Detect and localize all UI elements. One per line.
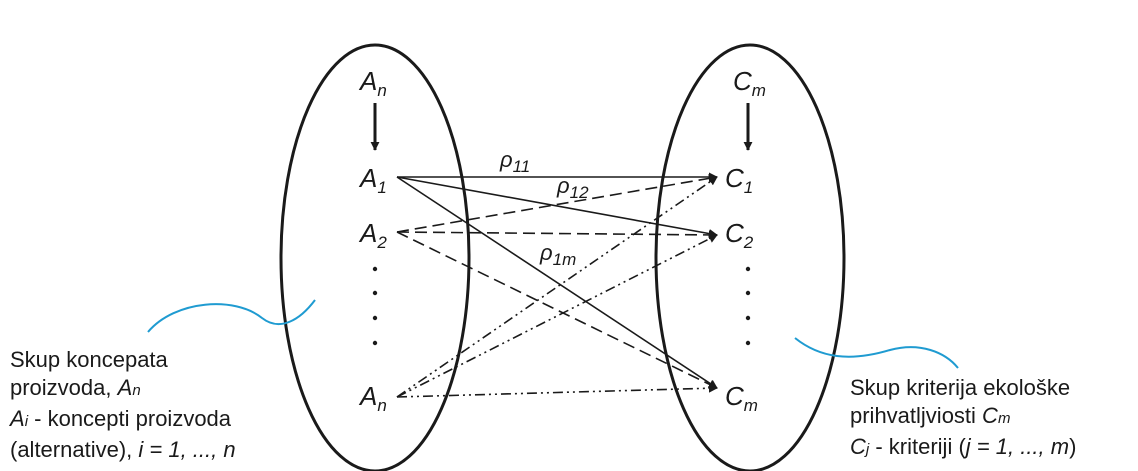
left-set-ellipse xyxy=(279,43,471,471)
right-ellipsis-dots xyxy=(745,266,751,346)
rho-12-label: ρ12 xyxy=(556,173,589,202)
relation-arrow-a1-cm xyxy=(396,176,718,389)
left-set-caption: Skup koncepata proizvoda, An Ai - koncep… xyxy=(10,346,236,464)
node-an-label: An xyxy=(358,381,387,415)
node-cm-label: Cm xyxy=(725,381,758,415)
rho-11-label: ρ11 xyxy=(499,147,530,176)
left-caption-line4: (alternative), i = 1, ..., n xyxy=(10,437,236,462)
left-caption-leader xyxy=(147,299,316,333)
right-set-caption: Skup kriterija ekološke prihvatljviosti … xyxy=(850,374,1076,464)
relation-arrow-an-c2 xyxy=(396,234,718,398)
right-caption-line2: prihvatljviosti Cm xyxy=(850,403,1011,428)
relation-arrows xyxy=(396,172,718,398)
node-a2-label: A2 xyxy=(358,218,387,252)
right-set-ellipse xyxy=(654,43,846,471)
right-caption-line1: Skup kriterija ekološke xyxy=(850,375,1071,400)
relation-arrow-an-cm xyxy=(396,383,718,398)
right-caption-line3: Cj - kriteriji (j = 1, ..., m) xyxy=(850,434,1077,459)
node-a1-label: A1 xyxy=(358,163,387,197)
left-set-top-label: An xyxy=(358,66,387,100)
right-set-top-label: Cm xyxy=(733,66,766,100)
relation-arrow-a2-cm xyxy=(396,231,718,389)
relation-arrow-a2-c2 xyxy=(396,230,718,240)
rho-1m-label: ρ1m xyxy=(539,240,576,269)
relation-arrow-a2-c1 xyxy=(396,173,718,233)
node-c2-label: C2 xyxy=(725,218,754,252)
left-ellipsis-dots xyxy=(372,266,378,346)
left-caption-line2: proizvoda, An xyxy=(10,375,141,400)
relation-arrow-a1-c2 xyxy=(396,176,718,238)
left-caption-line1: Skup koncepata xyxy=(10,347,168,372)
left-caption-line3: Ai - koncepti proizvoda xyxy=(10,406,232,431)
node-c1-label: C1 xyxy=(725,163,753,197)
right-caption-leader xyxy=(794,337,959,369)
